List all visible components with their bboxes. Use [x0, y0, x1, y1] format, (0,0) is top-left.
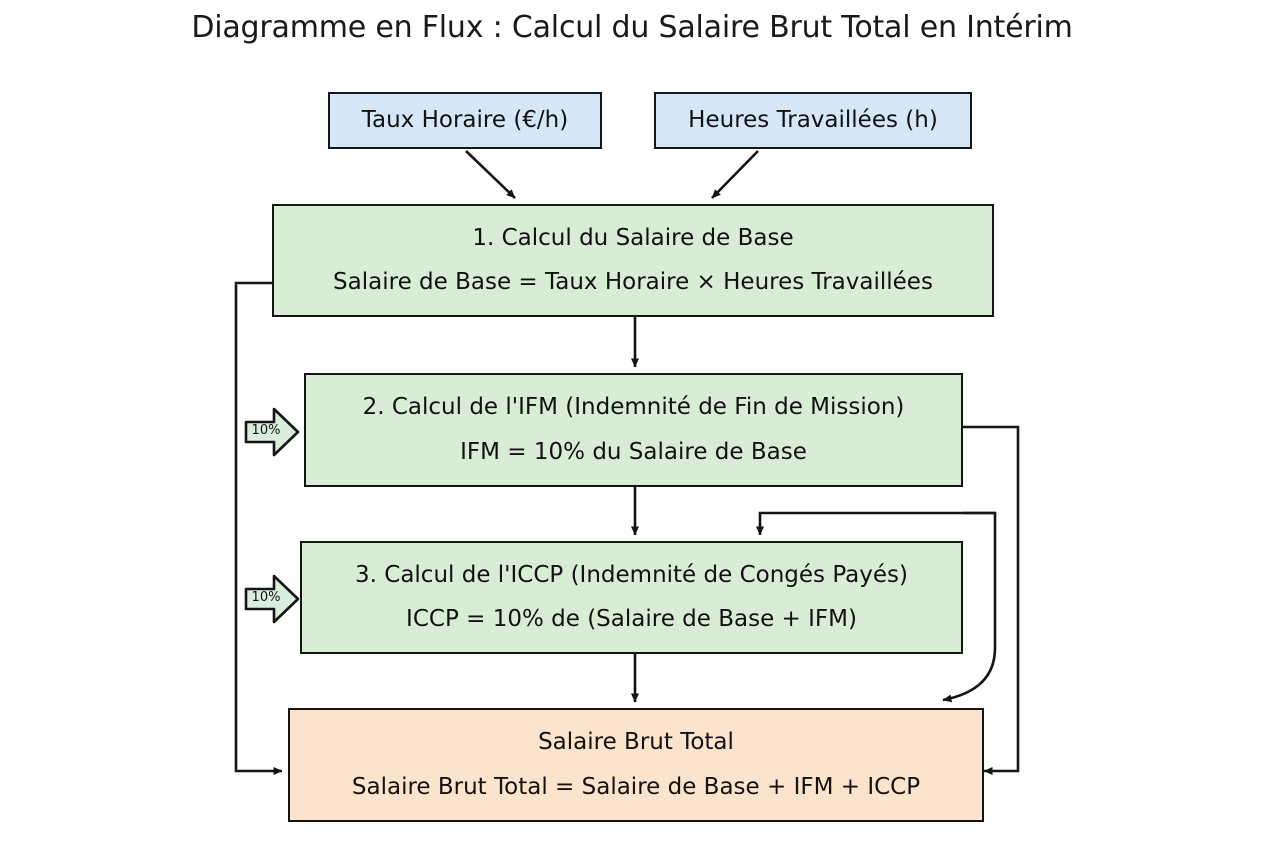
node-heures-travaillees-label: Heures Travaillées (h)	[688, 106, 938, 133]
badge-iccp-rate-label: 10%	[251, 590, 281, 605]
node-step2-title: 2. Calcul de l'IFM (Indemnité de Fin de …	[362, 394, 905, 421]
node-step1-title: 1. Calcul du Salaire de Base	[472, 224, 794, 251]
node-step3-iccp[interactable]: 3. Calcul de l'ICCP (Indemnité de Congés…	[300, 541, 963, 654]
node-step1-formula: Salaire de Base = Taux Horaire × Heures …	[333, 269, 933, 295]
edge-step2-to-step3-right	[756, 511, 995, 536]
edge-ifm-to-total-curve	[942, 511, 997, 703]
node-taux-horaire-label: Taux Horaire (€/h)	[361, 106, 569, 133]
node-step3-title: 3. Calcul de l'ICCP (Indemnité de Congés…	[355, 561, 908, 588]
node-step3-formula: ICCP = 10% de (Salaire de Base + IFM)	[406, 606, 857, 632]
node-step2-formula: IFM = 10% du Salaire de Base	[460, 438, 807, 465]
edge-rate-to-step1	[465, 150, 516, 199]
node-step2-ifm[interactable]: 2. Calcul de l'IFM (Indemnité de Fin de …	[304, 373, 963, 487]
node-total-formula: Salaire Brut Total = Salaire de Base + I…	[351, 773, 921, 800]
edge-hours-to-step1	[711, 150, 759, 199]
node-total-title: Salaire Brut Total	[538, 729, 734, 756]
badge-ifm-rate-label: 10%	[251, 423, 281, 438]
edge-step1-to-total-left	[234, 281, 283, 775]
node-heures-travaillees[interactable]: Heures Travaillées (h)	[654, 92, 972, 149]
right-arrow-icon	[244, 574, 300, 624]
badge-ifm-rate-arrow: 10%	[244, 405, 300, 459]
node-step1-salaire-de-base[interactable]: 1. Calcul du Salaire de Base Salaire de …	[272, 204, 994, 317]
edge-step2-to-total-right	[963, 425, 1020, 775]
badge-iccp-rate-arrow: 10%	[244, 572, 300, 626]
node-taux-horaire[interactable]: Taux Horaire (€/h)	[328, 92, 602, 149]
node-salaire-brut-total[interactable]: Salaire Brut Total Salaire Brut Total = …	[288, 708, 984, 822]
right-arrow-icon	[244, 407, 300, 457]
page-title: Diagramme en Flux : Calcul du Salaire Br…	[191, 10, 1073, 45]
